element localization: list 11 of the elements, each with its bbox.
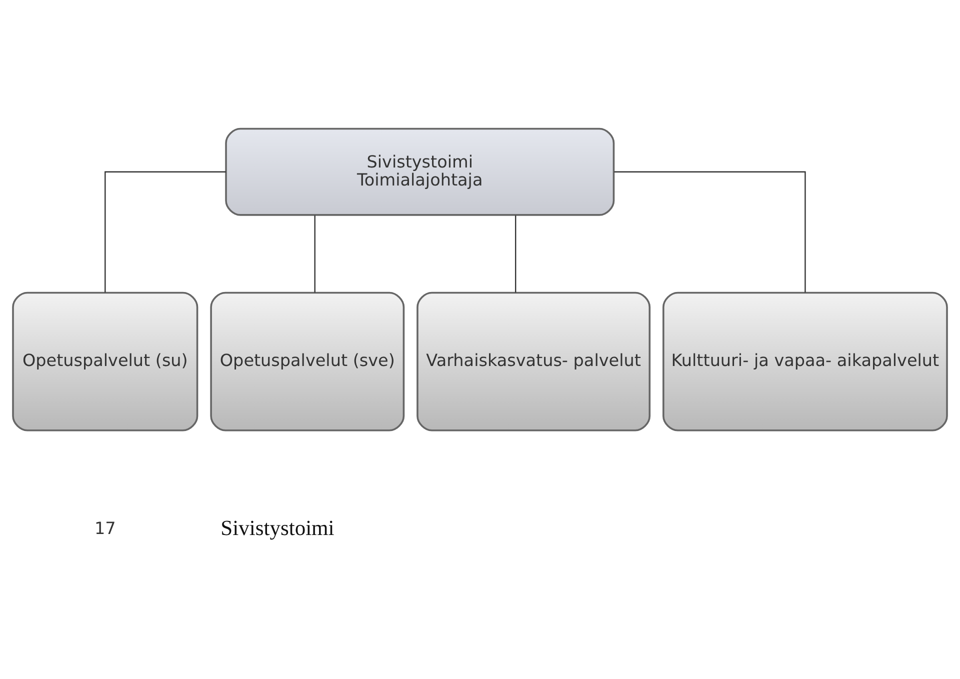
node-box: Varhaiskasvatus- palvelut [416,291,651,431]
node-box: Kulttuuri- ja vapaa- aikapalvelut [662,291,948,431]
connector [515,214,516,292]
node-box: Sivistystoimi Toimialajohtaja [225,127,615,216]
node-box: Opetuspalvelut (sve) [210,291,405,431]
connector [614,170,806,292]
node-box: Opetuspalvelut (su) [12,291,198,431]
connector [104,170,226,292]
connector [314,214,316,292]
label: Sivistystoimi [220,515,334,540]
label: 17 [94,518,116,538]
